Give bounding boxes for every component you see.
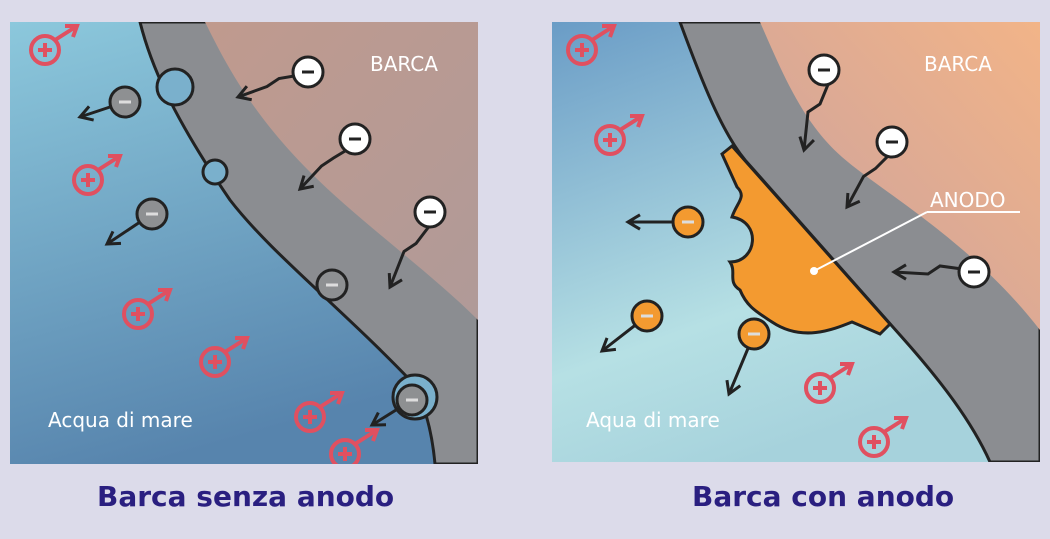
- water-label: Acqua di mare: [48, 408, 193, 432]
- caption-without-anode: Barca senza anodo: [97, 480, 395, 513]
- electron-minus-icon: [891, 255, 991, 289]
- left-illustration: [10, 20, 480, 470]
- corrosion-pit: [155, 67, 195, 107]
- electron-minus-icon: [104, 197, 169, 246]
- plus-ion-icon: [199, 336, 250, 378]
- electron-minus-icon: [725, 317, 771, 397]
- electron-minus-icon: [77, 85, 142, 122]
- boat-interior: [760, 22, 1040, 330]
- anode-label: ANODO: [930, 188, 1006, 212]
- right-illustration: [552, 20, 1042, 464]
- boat-interior: [205, 22, 478, 320]
- electron-minus-icon: [387, 195, 447, 290]
- plus-ion-icon: [804, 362, 855, 404]
- electron-minus-icon: [845, 125, 909, 210]
- diagram-without-anode: BARCA Acqua di mare: [10, 20, 480, 470]
- plus-ion-icon: [858, 416, 909, 458]
- plus-ion-icon: [122, 288, 173, 330]
- plus-ion-icon: [72, 154, 123, 196]
- plus-ion-icon: [29, 24, 80, 66]
- electron-minus-icon: [798, 53, 841, 153]
- water-label: Aqua di mare: [586, 408, 720, 432]
- electron-minus-icon: [369, 383, 429, 427]
- electron-minus-icon: [599, 299, 664, 353]
- caption-with-anode: Barca con anodo: [692, 480, 955, 513]
- plus-ion-icon: [594, 114, 645, 156]
- plus-ion-icon: [294, 391, 345, 433]
- boat-label: BARCA: [370, 52, 438, 76]
- electron-minus-icon: [315, 268, 349, 302]
- corrosion-pit: [201, 158, 229, 186]
- anode-pointer-line: [813, 211, 928, 272]
- electron-minus-icon: [297, 122, 372, 191]
- plus-ion-icon: [566, 24, 617, 66]
- boat-label: BARCA: [924, 52, 992, 76]
- electron-minus-icon: [235, 55, 325, 102]
- anode: [720, 143, 893, 336]
- electron-minus-icon: [625, 205, 705, 239]
- diagram-with-anode: BARCA ANODO Aqua di mare: [552, 20, 1042, 464]
